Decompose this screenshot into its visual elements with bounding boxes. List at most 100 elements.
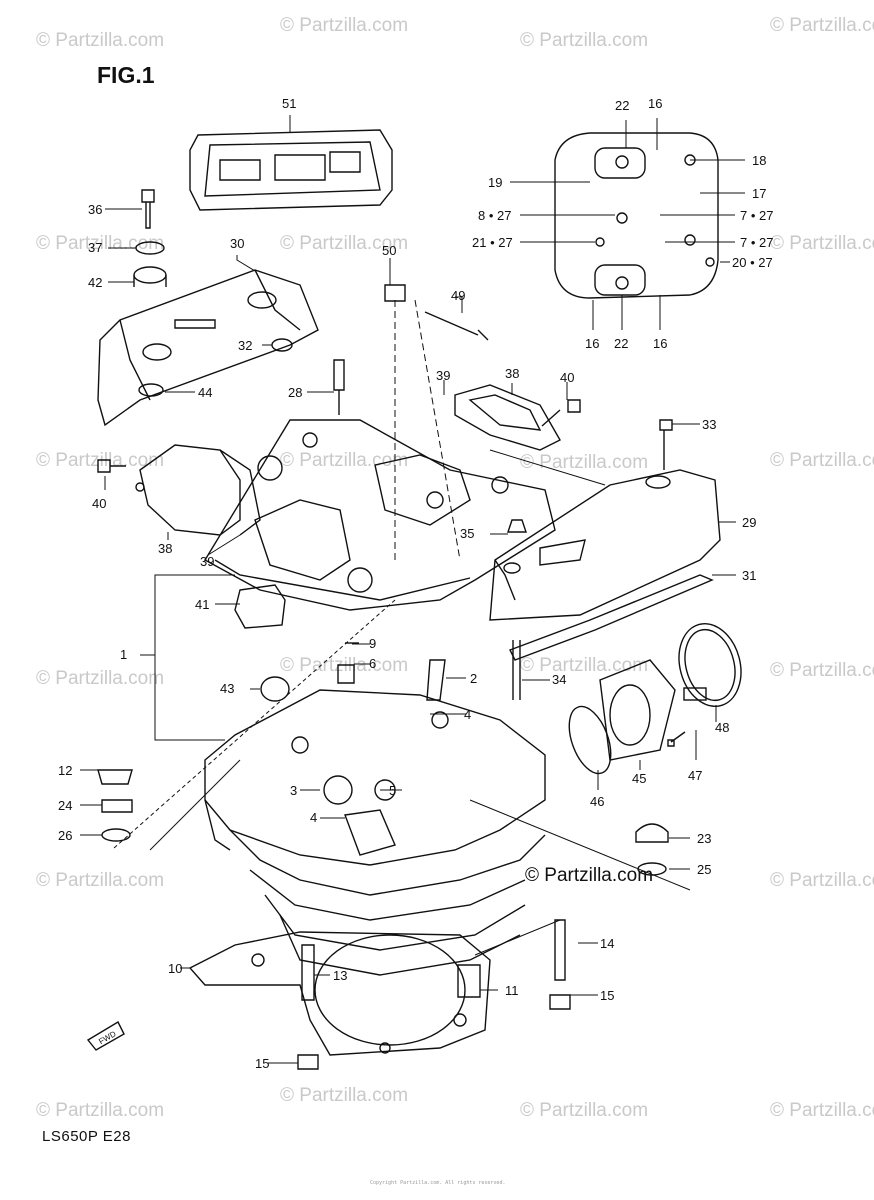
inset-head-bottom-view: [554, 132, 719, 299]
part-label: 10: [168, 961, 182, 976]
watermark: © Partzilla.com: [770, 450, 874, 471]
part-label: 9: [369, 636, 376, 651]
watermark: © Partzilla.com: [770, 15, 874, 36]
fasteners: [97, 189, 686, 1070]
part-label: 16: [648, 96, 662, 111]
part-label: 4: [310, 810, 317, 825]
part-label: 22: [614, 336, 628, 351]
part-label: 14: [600, 936, 614, 951]
part-label: 21 • 27: [472, 235, 513, 250]
part-label: 43: [220, 681, 234, 696]
watermark: © Partzilla.com: [280, 15, 409, 36]
watermark: © Partzilla.com: [36, 1100, 165, 1121]
part-label: 33: [702, 417, 716, 432]
watermark: © Partzilla.com: [520, 655, 649, 676]
part-label: 32: [238, 338, 252, 353]
part-label: 19: [488, 175, 502, 190]
part-label: 16: [653, 336, 667, 351]
part-label: 48: [715, 720, 729, 735]
part-labels: 51 36 37 42 30 32 44 50 49 28 38 40 39 3…: [58, 96, 773, 1071]
part-label: 13: [333, 968, 347, 983]
watermark: © Partzilla.com: [520, 452, 649, 473]
part-label: 20 • 27: [732, 255, 773, 270]
watermark: © Partzilla.com: [770, 660, 874, 681]
part-label: 39: [436, 368, 450, 383]
watermark: © Partzilla.com: [280, 1085, 409, 1106]
part-label: 49: [451, 288, 465, 303]
watermark: © Partzilla.com: [770, 233, 874, 254]
part-41: [234, 584, 286, 629]
part-label: 34: [552, 672, 566, 687]
watermark: © Partzilla.com: [770, 870, 874, 891]
part-label: 38: [158, 541, 172, 556]
part-label: 26: [58, 828, 72, 843]
part-label: 8 • 27: [478, 208, 511, 223]
part-label: 22: [615, 98, 629, 113]
part-label: 50: [382, 243, 396, 258]
watermark: © Partzilla.com: [280, 233, 409, 254]
model-code: LS650P E28: [42, 1128, 131, 1145]
part-label: 44: [198, 385, 212, 400]
part-label: 2: [470, 671, 477, 686]
part-label: 6: [369, 656, 376, 671]
part-51-gasket: [189, 129, 393, 211]
part-label: 45: [632, 771, 646, 786]
footer-note: Copyright Partzilla.com. All rights rese…: [370, 1180, 506, 1186]
watermark: © Partzilla.com: [36, 668, 165, 689]
cylinder-head: [204, 689, 546, 976]
watermark: © Partzilla.com: [520, 30, 649, 51]
part-label: 23: [697, 831, 711, 846]
part-label: 39: [200, 554, 214, 569]
part-label: 7 • 27: [740, 235, 773, 250]
watermark: © Partzilla.com: [770, 1100, 874, 1121]
part-label: 30: [230, 236, 244, 251]
fwd-arrow-icon: [86, 1021, 125, 1051]
part-label: 29: [742, 515, 756, 530]
part-label: 47: [688, 768, 702, 783]
part-label: 15: [600, 988, 614, 1003]
part-label: 28: [288, 385, 302, 400]
part-label: 18: [752, 153, 766, 168]
part-label: 15: [255, 1056, 269, 1071]
part-10-base-gasket: [188, 931, 491, 1056]
part-label: 36: [88, 202, 102, 217]
leader-lines: [80, 115, 745, 1064]
center-watermark: © Partzilla.com: [525, 865, 654, 886]
part-38-top-cover: [454, 384, 561, 451]
part-label: 42: [88, 275, 102, 290]
part-label: 3: [290, 783, 297, 798]
part-38-side-cover: [135, 444, 261, 536]
watermark: © Partzilla.com: [36, 870, 165, 891]
part-label: 11: [505, 983, 519, 998]
part-label: 7 • 27: [740, 208, 773, 223]
part-label: 51: [282, 96, 296, 111]
part-label: 38: [505, 366, 519, 381]
part-label: 24: [58, 798, 72, 813]
part-29-cover: [489, 469, 721, 621]
watermark: © Partzilla.com: [520, 1100, 649, 1121]
camshaft-housing: [204, 419, 556, 611]
part-label: 25: [697, 862, 711, 877]
part-31-gasket: [509, 574, 714, 661]
part-label: 5: [389, 783, 396, 798]
watermark: © Partzilla.com: [280, 450, 409, 471]
part-label: 12: [58, 763, 72, 778]
part-label: 31: [742, 568, 756, 583]
part-label: 35: [460, 526, 474, 541]
part-label: 4: [464, 707, 471, 722]
watermark: © Partzilla.com: [36, 30, 165, 51]
intake-parts: [568, 622, 742, 775]
part-label: 1: [120, 647, 127, 662]
part-label: 37: [88, 240, 102, 255]
watermark: © Partzilla.com: [36, 233, 165, 254]
part-label: 40: [92, 496, 106, 511]
part-30-cover: [97, 269, 319, 427]
part-label: 46: [590, 794, 604, 809]
part-label: 17: [752, 186, 766, 201]
figure-title: FIG.1: [97, 62, 155, 88]
part-label: 41: [195, 597, 209, 612]
part-label: 16: [585, 336, 599, 351]
part-label: 40: [560, 370, 574, 385]
